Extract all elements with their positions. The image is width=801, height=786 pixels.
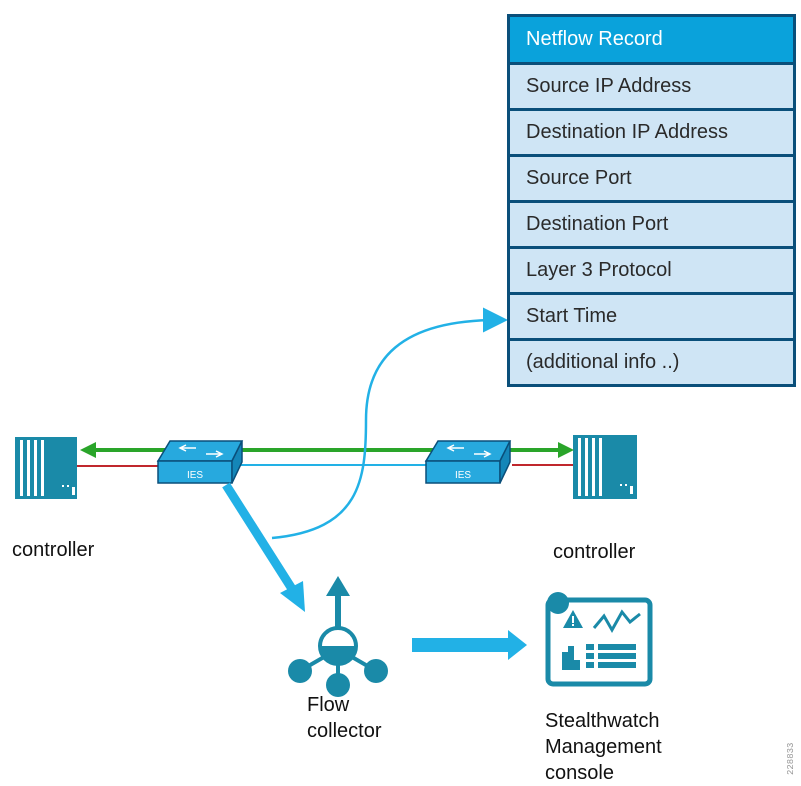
switch-left-icon	[156, 440, 244, 484]
management-console-label-line2: Management	[545, 736, 662, 758]
netflow-row-source-port: Source Port	[510, 157, 793, 203]
netflow-row-destination-ip: Destination IP Address	[510, 111, 793, 157]
switch-left-label: IES	[187, 470, 203, 481]
netflow-record-table: Netflow Record Source IP Address Destina…	[507, 14, 796, 387]
switch-to-collector-arrow	[222, 482, 305, 612]
controller-left-icon	[15, 437, 77, 499]
management-console-label-line1: Stealthwatch	[545, 710, 660, 732]
switch-right-icon	[424, 440, 512, 484]
netflow-row-additional-info: (additional info ..)	[510, 341, 793, 384]
flow-collector-label: Flow collector	[307, 692, 427, 744]
switch-right-label: IES	[455, 470, 471, 481]
flow-collector-label-line1: Flow	[307, 694, 350, 716]
flow-collector-icon	[288, 576, 388, 697]
netflow-row-start-time: Start Time	[510, 295, 793, 341]
flow-collector-label-line2: collector	[307, 720, 382, 742]
netflow-record-header: Netflow Record	[510, 17, 793, 65]
management-console-label: Stealthwatch Management console	[545, 708, 745, 786]
netflow-row-layer3-protocol: Layer 3 Protocol	[510, 249, 793, 295]
figure-id-mark: 228833	[786, 742, 794, 775]
collector-to-console-arrow	[412, 630, 527, 660]
management-console-icon	[545, 592, 653, 687]
controller-left-label: controller	[12, 539, 95, 561]
management-console-label-line3: console	[545, 762, 614, 784]
netflow-row-source-ip: Source IP Address	[510, 65, 793, 111]
controller-right-icon	[573, 435, 637, 499]
netflow-row-destination-port: Destination Port	[510, 203, 793, 249]
controller-right-label: controller	[553, 541, 636, 563]
netflow-export-arrow	[271, 307, 508, 540]
